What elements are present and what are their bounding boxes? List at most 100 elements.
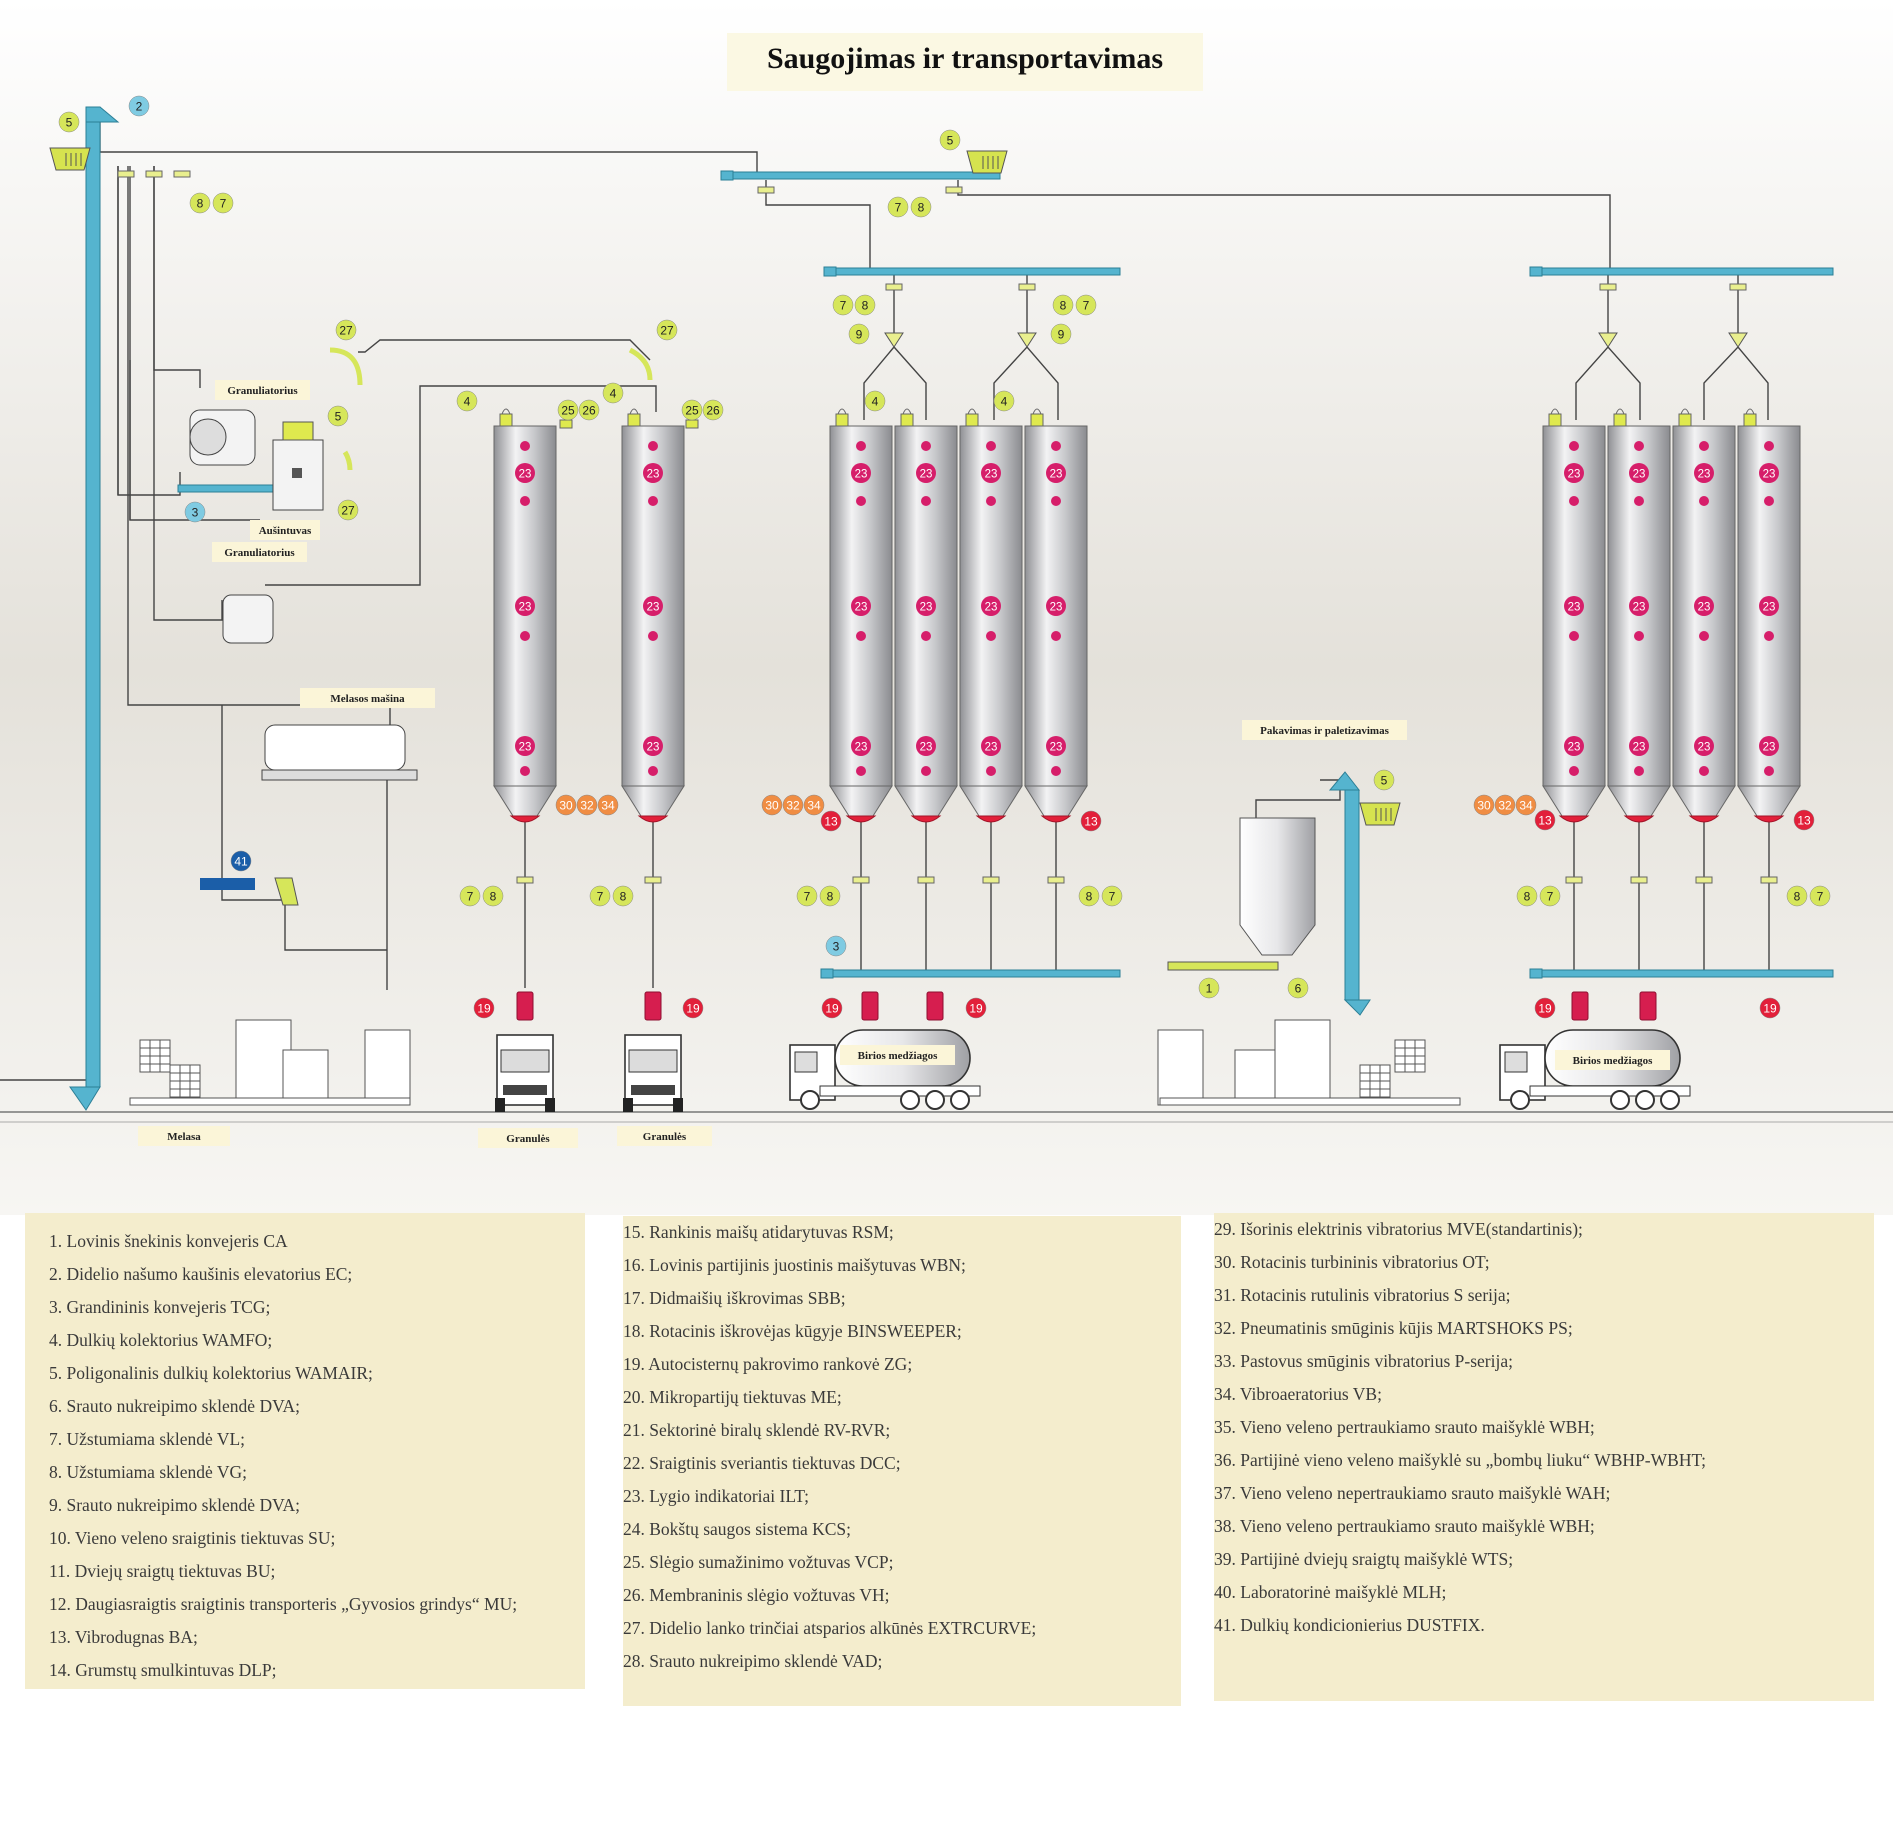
slide-valve — [917, 876, 935, 884]
level-dot — [986, 766, 996, 776]
process-diagram: Saugojimas ir transportavimas Granuliato… — [0, 0, 1893, 1215]
equipment-label: Granulės — [506, 1133, 550, 1145]
slide-valve — [1630, 876, 1648, 884]
level-indicator-number: 23 — [920, 469, 933, 481]
loading-sleeve — [644, 991, 662, 1021]
slide-valve — [1018, 283, 1036, 291]
callout-number: 8 — [862, 299, 869, 313]
dust-collector — [1359, 802, 1401, 826]
slide-valve — [757, 186, 775, 194]
legend-item: 1. Lovinis šnekinis konvejeris CA — [49, 1231, 288, 1251]
dust-filter — [282, 421, 314, 441]
callout-number: 4 — [464, 395, 471, 409]
legend-item: 41. Dulkių kondicionierius DUSTFIX. — [1214, 1615, 1485, 1635]
callout-number: 34 — [601, 799, 615, 813]
equipment — [0, 147, 1893, 1123]
level-indicator-number: 23 — [1568, 469, 1581, 481]
callout-circle — [1494, 794, 1516, 816]
pallet-bag — [1369, 1080, 1381, 1090]
level-indicator — [981, 596, 1001, 616]
level-dot — [1634, 766, 1644, 776]
truck-grille — [503, 1085, 547, 1095]
pallet-bag — [1359, 1080, 1371, 1090]
callout-number: 6 — [1295, 982, 1302, 996]
elevator-boot — [69, 1086, 101, 1111]
truck-window — [628, 1049, 678, 1073]
level-indicator — [1046, 596, 1066, 616]
level-dot — [1634, 441, 1644, 451]
level-indicator-number: 23 — [519, 602, 532, 614]
callout-number: 26 — [582, 404, 596, 418]
slide-valve — [516, 876, 534, 884]
callout-number: 19 — [1763, 1002, 1777, 1016]
slide-valve — [885, 283, 903, 291]
callout-circle — [58, 111, 80, 133]
callout-number: 7 — [597, 890, 604, 904]
chain-conveyor — [1537, 267, 1834, 276]
callout-number: 7 — [1547, 890, 1554, 904]
level-dot — [1699, 496, 1709, 506]
callout-circle — [682, 997, 704, 1019]
loading-sleeve — [926, 991, 944, 1021]
level-indicator-number: 23 — [1050, 742, 1063, 754]
callout-circle — [825, 935, 847, 957]
level-indicator-number: 23 — [519, 469, 532, 481]
conveyor-end — [823, 266, 837, 277]
callout-number: 13 — [1538, 814, 1552, 828]
callout-number: 9 — [1058, 328, 1065, 342]
callout-number: 19 — [825, 1002, 839, 1016]
truck-wheel — [800, 1090, 820, 1110]
truck-wheel — [1660, 1090, 1680, 1110]
curve-elbow — [628, 347, 653, 381]
callout-number: 4 — [1001, 395, 1008, 409]
pallet-bag — [159, 1047, 171, 1057]
slide-valve — [945, 186, 963, 194]
level-dot — [1764, 496, 1774, 506]
dust-filter — [499, 413, 513, 427]
pallet-bag — [189, 1072, 201, 1082]
callout-number: 8 — [1060, 299, 1067, 313]
level-dot — [921, 441, 931, 451]
pallet-bag — [1379, 1064, 1391, 1074]
callout-circle — [965, 997, 987, 1019]
callout-circle — [656, 319, 678, 341]
equipment-label: Birios medžiagos — [1573, 1055, 1653, 1067]
level-indicator — [1564, 463, 1584, 483]
dust-filter-top — [1615, 408, 1625, 415]
labels: GranuliatoriusAušintuvasGranuliatoriusMe… — [138, 380, 1670, 1148]
callout-circle — [1515, 794, 1537, 816]
diverter-valve — [1017, 332, 1037, 348]
level-indicator-number: 23 — [1050, 469, 1063, 481]
dust-filter-top — [1550, 408, 1560, 415]
vibro-bottom — [1040, 815, 1072, 823]
truck-wheel — [1635, 1090, 1655, 1110]
level-indicator-number: 23 — [1763, 602, 1776, 614]
dust-filter — [1678, 413, 1692, 427]
level-indicator-number: 23 — [1698, 742, 1711, 754]
label-box — [212, 542, 307, 562]
dust-filter — [627, 413, 641, 427]
callout-number: 8 — [1794, 890, 1801, 904]
level-dot — [1569, 496, 1579, 506]
callout-circle — [939, 129, 961, 151]
chain-conveyor — [831, 267, 1121, 276]
callout-circle — [1078, 885, 1100, 907]
callout-circle — [910, 196, 932, 218]
callout-number: 8 — [490, 890, 497, 904]
level-dot — [1051, 766, 1061, 776]
level-dot — [921, 631, 931, 641]
legend-item: 2. Didelio našumo kaušinis elevatorius E… — [49, 1264, 353, 1284]
equipment-label: Aušintuvas — [259, 525, 312, 537]
level-indicator-number: 23 — [985, 742, 998, 754]
callout-circle — [1373, 769, 1395, 791]
conveyor-end — [1529, 266, 1543, 277]
equipment-label: Melasa — [167, 1131, 201, 1143]
pallet-bag — [179, 1088, 191, 1098]
callout-circle — [702, 399, 724, 421]
level-dot — [986, 631, 996, 641]
loading-sleeve — [1571, 991, 1589, 1021]
truck-window — [500, 1049, 550, 1073]
pallet-bag — [1404, 1039, 1416, 1049]
dust-filter — [1548, 413, 1562, 427]
